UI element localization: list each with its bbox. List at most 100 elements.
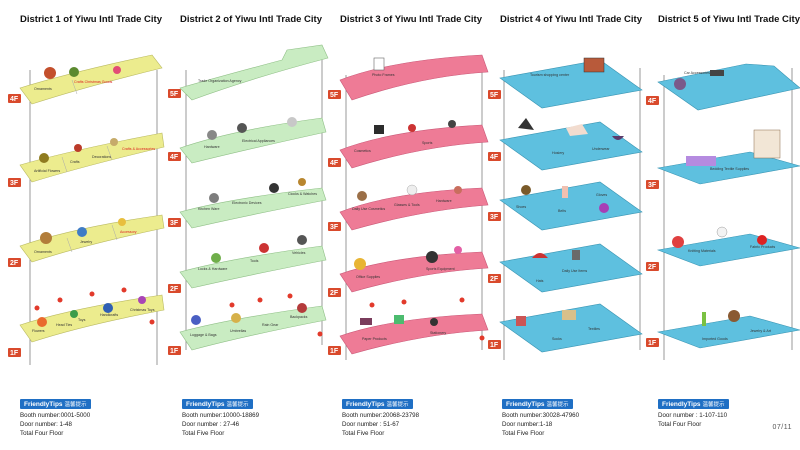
svg-text:Sports Equipment: Sports Equipment [426, 267, 455, 271]
svg-text:Christmas Toys: Christmas Toys [130, 308, 155, 312]
floor-count: Total Five Floor [342, 430, 385, 437]
product-icon [70, 310, 78, 318]
floor-count: Total Four Floor [658, 421, 702, 428]
product-icon [138, 296, 146, 304]
product-icon [583, 57, 605, 73]
svg-text:Decorations: Decorations [92, 155, 111, 159]
product-icon [269, 183, 279, 193]
svg-text:Cosmetics: Cosmetics [354, 149, 371, 153]
product-icon [118, 218, 126, 226]
floor-3f-plate [179, 187, 327, 229]
floor-marker-4f: 4F [488, 152, 501, 161]
floor-count: Total Four Floor [20, 430, 64, 437]
svg-text:Textiles: Textiles [588, 327, 600, 331]
product-icon [406, 184, 418, 196]
svg-text:Accessory: Accessory [120, 230, 137, 234]
svg-text:Daily Use Cosmetics: Daily Use Cosmetics [352, 207, 385, 211]
door-number: Door number : 1-107-110 [658, 412, 728, 419]
floor-3f-plate [656, 151, 800, 185]
product-icon [448, 120, 456, 128]
floor-marker-4f: 4F [168, 152, 181, 161]
svg-text:2F: 2F [10, 260, 19, 267]
floor-marker-2f: 2F [8, 258, 21, 267]
svg-text:Kitchen Ware: Kitchen Ware [198, 207, 219, 211]
svg-text:1F: 1F [170, 348, 179, 355]
floor-marker-3f: 3F [646, 180, 659, 189]
booth-number: Booth number:30028-47960 [502, 412, 580, 419]
product-icon [716, 226, 728, 238]
svg-text:1F: 1F [330, 348, 339, 355]
product-icon [521, 185, 531, 195]
product-icon [211, 253, 221, 263]
floor-marker-4f: 4F [646, 96, 659, 105]
product-icon [430, 318, 438, 326]
svg-text:Trade Organization Agency: Trade Organization Agency [198, 79, 242, 83]
product-icon [674, 78, 686, 90]
svg-text:2F: 2F [170, 286, 179, 293]
product-icon [532, 253, 548, 258]
floor-4f-plate [657, 63, 800, 111]
floor-4f-plate [339, 124, 489, 169]
booth-number: Booth number:20068-23798 [342, 412, 420, 419]
floor-marker-4f: 4F [328, 158, 341, 167]
svg-text:Crafts Christmas Goods: Crafts Christmas Goods [74, 80, 113, 84]
svg-text:4F: 4F [170, 154, 179, 161]
district-title: District 3 of Yiwu Intl Trade City [340, 14, 482, 25]
floor-marker-5f: 5F [168, 89, 181, 98]
product-icon [287, 117, 297, 127]
svg-text:Electronic Devices: Electronic Devices [232, 201, 262, 205]
floor-2f-plate [19, 214, 165, 263]
floor-marker-2f: 2F [488, 274, 501, 283]
district-4-panel: District 4 of Yiwu Intl Trade City 5F 4F… [488, 0, 650, 450]
floor-2f-plate [179, 245, 327, 289]
district-1-map: 4F 3F 2F 1F Ornaments Crafts Christmas G… [8, 54, 165, 365]
product-icon [360, 318, 372, 325]
svg-text:Underwear: Underwear [592, 147, 610, 151]
product-icon [516, 316, 526, 326]
svg-text:Electrical Appliances: Electrical Appliances [242, 139, 275, 143]
floor-2f-plate [499, 243, 643, 293]
product-icon [74, 144, 82, 152]
svg-text:Hosiery: Hosiery [552, 151, 564, 155]
floor-marker-1f: 1F [328, 346, 341, 355]
svg-text:Jewelry & Art: Jewelry & Art [750, 329, 771, 333]
svg-text:Ornaments: Ornaments [34, 250, 52, 254]
floor-1f-plate [19, 294, 165, 343]
floor-marker-3f: 3F [168, 218, 181, 227]
svg-text:4F: 4F [648, 98, 657, 105]
svg-text:Sports: Sports [422, 141, 433, 145]
floor-3f-plate [339, 187, 489, 231]
product-icon [69, 67, 79, 77]
door-number: Door number: 1-48 [20, 421, 72, 428]
svg-text:3F: 3F [490, 214, 499, 221]
door-number: Door number : 51-67 [342, 421, 400, 428]
district-5-map: 4F 3F 2F 1F Car Accessories Bedding Text… [646, 63, 800, 360]
product-icon [672, 236, 684, 248]
floor-marker-2f: 2F [646, 262, 659, 271]
svg-text:Hats: Hats [536, 279, 544, 283]
svg-text:Imported Goods: Imported Goods [702, 337, 728, 341]
product-icon [408, 124, 416, 132]
floor-marker-5f: 5F [328, 90, 341, 99]
svg-text:Bedding Textile Supplies: Bedding Textile Supplies [710, 167, 749, 171]
svg-text:2F: 2F [648, 264, 657, 271]
svg-text:Umbrellas: Umbrellas [230, 329, 246, 333]
floor-1f-plate [339, 313, 489, 355]
floor-3f-plate [19, 132, 165, 183]
product-icon [702, 312, 706, 326]
svg-text:Office Supplies: Office Supplies [356, 275, 380, 279]
svg-text:Daily Use Items: Daily Use Items [562, 269, 587, 273]
product-icon [237, 123, 247, 133]
svg-text:1F: 1F [648, 340, 657, 347]
product-icon [77, 227, 87, 237]
svg-text:3F: 3F [648, 182, 657, 189]
svg-text:Toys: Toys [78, 318, 86, 322]
svg-text:Gloves: Gloves [596, 193, 607, 197]
svg-text:4F: 4F [330, 160, 339, 167]
product-icon [207, 130, 217, 140]
